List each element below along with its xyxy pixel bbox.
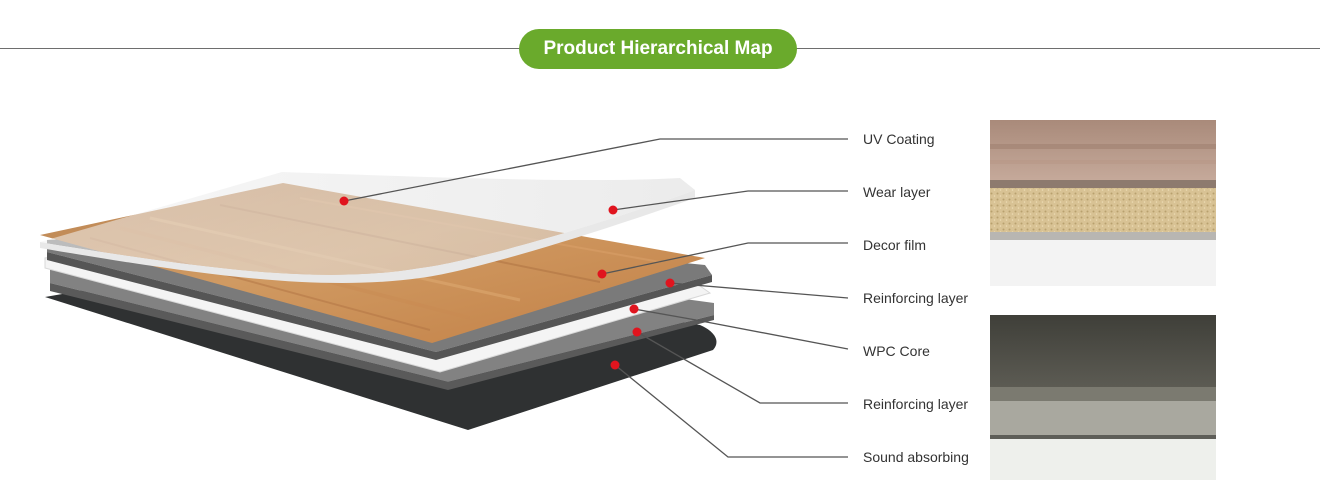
marker-sound-absorbing	[610, 360, 620, 370]
leader-line-uv-coating	[343, 138, 848, 202]
marker-uv-coating	[339, 196, 349, 206]
label-wear-layer: Wear layer	[863, 184, 931, 200]
page-title: Product Hierarchical Map	[519, 29, 797, 69]
marker-decor-film	[597, 269, 607, 279]
layer-labels: UV Coating Wear layer Decor film Reinfor…	[863, 131, 969, 465]
layer-markers	[339, 196, 675, 370]
leader-line-reinforcing-lower	[636, 331, 848, 404]
cross-section-photo-bottom	[990, 315, 1216, 480]
label-reinforcing-layer-lower: Reinforcing layer	[863, 396, 968, 412]
label-reinforcing-layer-upper: Reinforcing layer	[863, 290, 968, 306]
marker-wpc-core	[629, 304, 639, 314]
leader-line-decor-film	[601, 242, 848, 275]
label-wpc-core: WPC Core	[863, 343, 930, 359]
label-uv-coating: UV Coating	[863, 131, 935, 147]
marker-wear-layer	[608, 205, 618, 215]
marker-reinforcing-lower	[632, 327, 642, 337]
leader-lines	[343, 138, 849, 458]
wear-layer-sheet	[40, 172, 695, 284]
leader-line-reinforcing-upper	[669, 282, 849, 299]
marker-reinforcing-upper	[665, 278, 675, 288]
label-sound-absorbing: Sound absorbing	[863, 449, 969, 465]
leader-line-sound-absorbing	[614, 364, 848, 458]
leader-line-wpc-core	[633, 308, 849, 350]
label-decor-film: Decor film	[863, 237, 926, 253]
leader-line-wear-layer	[612, 190, 848, 211]
cross-section-photo-top	[990, 120, 1216, 286]
